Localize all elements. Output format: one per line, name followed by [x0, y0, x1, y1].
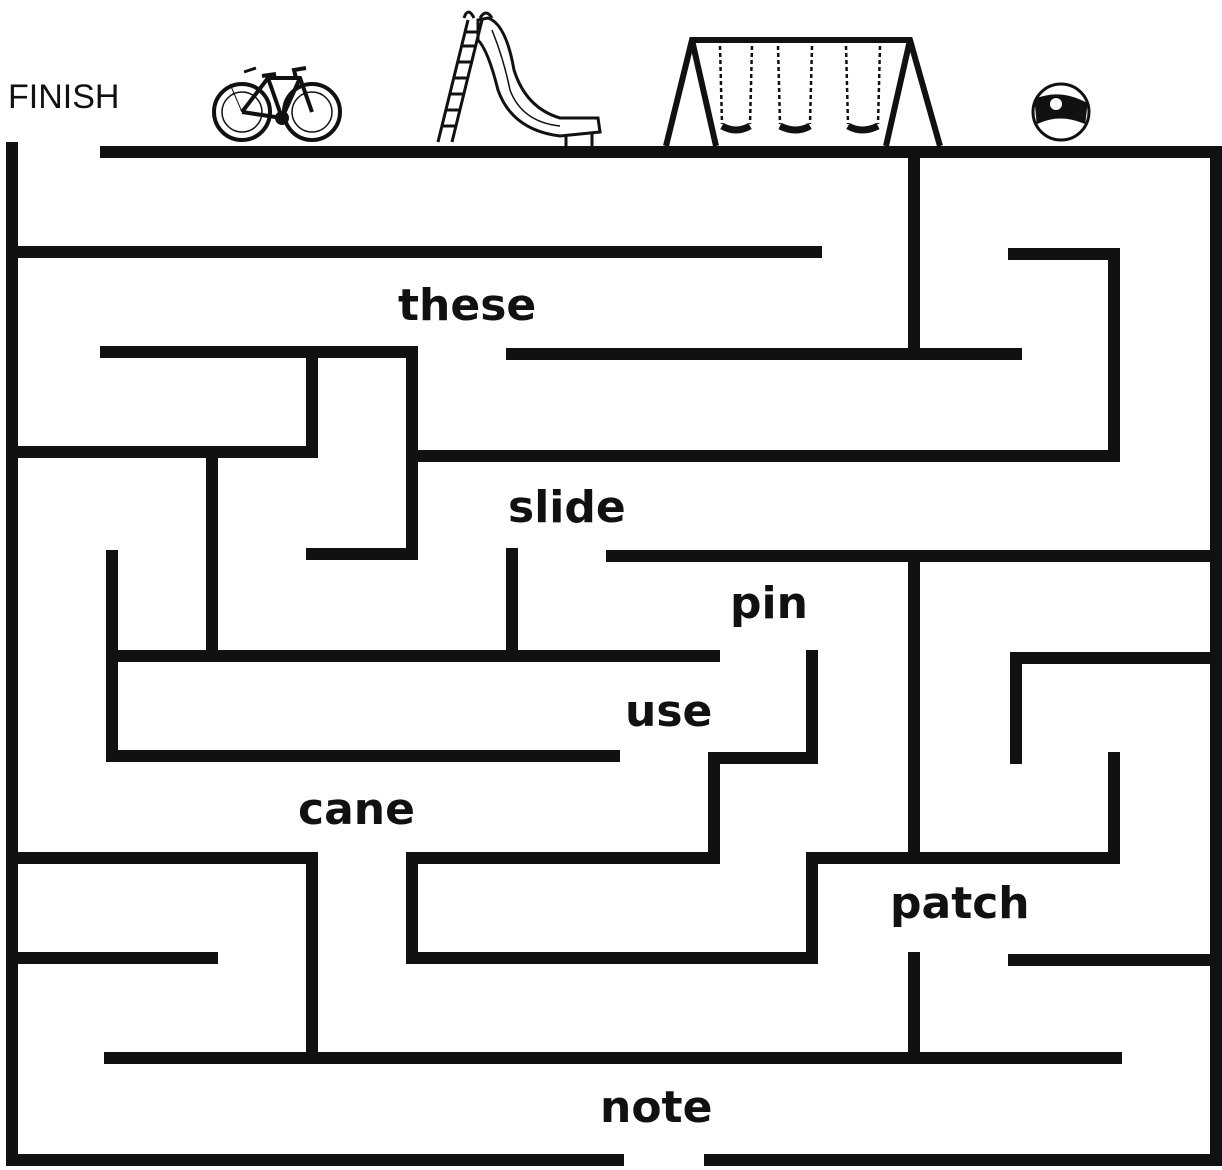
maze-walls [6, 142, 1222, 1166]
maze-word-pin: pin [730, 578, 808, 629]
slide-icon [436, 10, 602, 146]
finish-label: FINISH [8, 78, 119, 116]
maze-word-use: use [625, 686, 712, 737]
maze-word-slide: slide [508, 482, 626, 533]
ball-icon [1031, 82, 1091, 142]
bicycle-icon [212, 66, 342, 142]
swing-set-icon [663, 37, 943, 147]
maze-word-note: note [600, 1082, 712, 1133]
maze-word-cane: cane [298, 784, 415, 835]
maze-word-these: these [398, 280, 536, 331]
maze-word-patch: patch [890, 878, 1030, 929]
